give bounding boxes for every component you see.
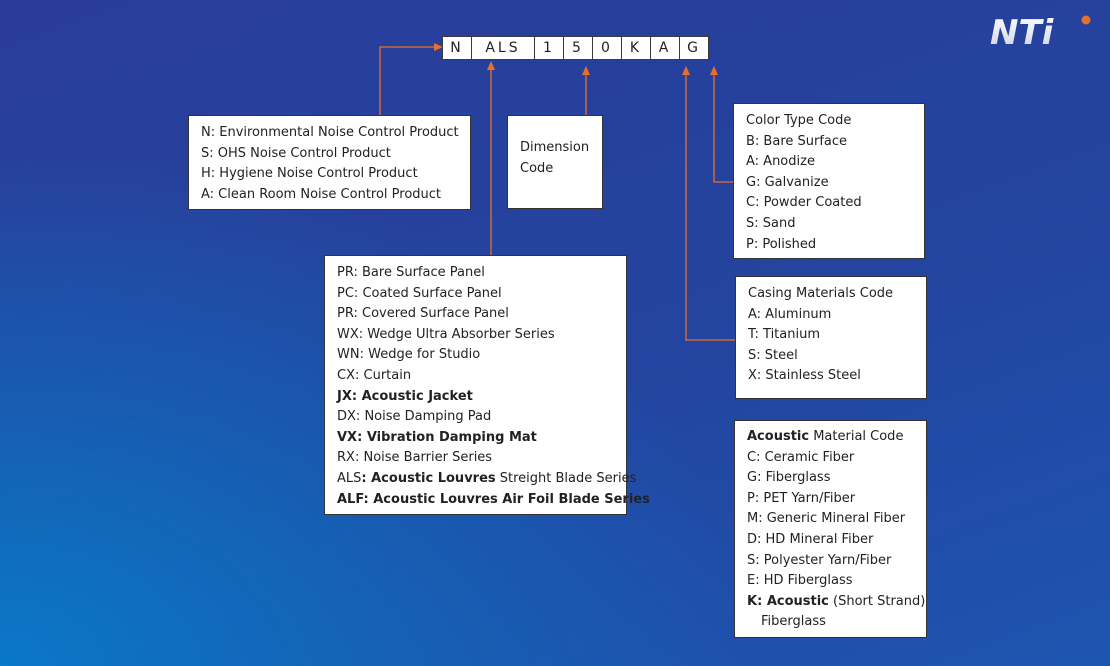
series-code: ALS (337, 470, 362, 486)
arrow-head-als (487, 61, 495, 70)
acoustic-line: C: Ceramic Fiber (747, 449, 855, 465)
acoustic-line-k: K: Acoustic (Short Strand) (747, 592, 925, 613)
acoustic-line: E: HD Fiberglass (747, 573, 853, 589)
series-code: ALF (337, 491, 364, 507)
color-box-title: Color Type Code (746, 113, 852, 128)
code-segment: K (621, 36, 651, 60)
connector-product (379, 46, 436, 115)
series-item: RX: Noise Barrier Series (337, 450, 493, 466)
acoustic-k-rest: (Short Strand) (828, 593, 926, 609)
series-code: CX (337, 367, 355, 383)
acoustic-line: M: Generic Mineral Fiber (747, 511, 906, 527)
series-item: ALF: Acoustic Louvres Air Foil Blade Ser… (337, 491, 650, 507)
acoustic-material-box: Acoustic Material Code C: Ceramic Fiber … (734, 420, 927, 638)
series-code: RX (337, 450, 355, 466)
arrow-head-dimension (582, 66, 590, 75)
color-type-box: Color Type Code B: Bare Surface A: Anodi… (733, 103, 925, 259)
series-code: PR (337, 306, 354, 322)
arrow-head-a (682, 66, 690, 75)
casing-materials-box: Casing Materials Code A: Aluminum T: Tit… (735, 276, 927, 399)
acoustic-k-code: K: (747, 593, 767, 609)
series-code: PR (337, 265, 354, 280)
acoustic-title-rest: Material Code (809, 429, 904, 444)
series-label: Wedge for Studio (368, 347, 481, 363)
dimension-code-box: Dimension Code (507, 115, 603, 209)
acoustic-box-title: Acoustic Material Code (747, 427, 914, 448)
connector-color (713, 72, 733, 183)
code-segment: 5 (563, 36, 593, 60)
casing-line: T: Titanium (748, 327, 820, 343)
series-item: WN: Wedge for Studio (337, 347, 481, 363)
code-segment: G (679, 36, 709, 60)
logo-dot (1081, 15, 1091, 25)
color-line: C: Powder Coated (746, 195, 862, 211)
acoustic-title-bold: Acoustic (747, 429, 810, 444)
series-label-rest: Streight Blade Series (495, 470, 637, 486)
color-line: P: Polished (746, 236, 817, 252)
logo-text: NTi (990, 13, 1055, 52)
product-line: N: Environmental Noise Control Product (201, 125, 459, 140)
series-item: DX: Noise Damping Pad (337, 409, 492, 425)
nti-logo-mark: NTi (990, 13, 1091, 52)
series-code: WX (337, 326, 359, 342)
series-label: Bare Surface Panel (362, 265, 485, 280)
acoustic-line: G: Fiberglass (747, 470, 831, 486)
color-line: A: Anodize (746, 154, 815, 170)
series-label-bold: Acoustic Louvres (371, 470, 496, 486)
code-segment: ALS (471, 36, 535, 60)
nti-logo: NTi (986, 12, 1096, 52)
product-line: A: Clean Room Noise Control Product (201, 186, 442, 202)
series-item: PR: Covered Surface Panel (337, 306, 509, 322)
series-item: WX: Wedge Ultra Absorber Series (337, 326, 555, 342)
series-label: Coated Surface Panel (362, 285, 502, 301)
series-label: Wedge Ultra Absorber Series (367, 326, 555, 342)
acoustic-line: P: PET Yarn/Fiber (747, 490, 856, 506)
series-code: WN (337, 347, 360, 363)
casing-box-title: Casing Materials Code (748, 286, 894, 301)
series-code: PC (337, 285, 354, 301)
dimension-line: Code (520, 160, 554, 176)
code-segment: N (442, 36, 472, 60)
arrow-head-g (710, 66, 718, 75)
color-line: S: Sand (746, 215, 796, 231)
acoustic-k-bold: Acoustic (766, 593, 829, 609)
casing-line: S: Steel (748, 347, 798, 363)
series-label: Acoustic Jacket (361, 388, 473, 404)
series-item: CX: Curtain (337, 367, 412, 383)
acoustic-line: S: Polyester Yarn/Fiber (747, 552, 892, 568)
acoustic-line: D: HD Mineral Fiber (747, 531, 874, 547)
code-segment: 1 (534, 36, 564, 60)
dimension-line: Dimension (520, 140, 590, 155)
series-code-box: PR: Bare Surface Panel PC: Coated Surfac… (324, 255, 650, 515)
series-code: VX (337, 429, 358, 445)
series-label: Covered Surface Panel (362, 306, 509, 322)
arrow-head-n (434, 43, 443, 51)
series-label: Curtain (363, 367, 412, 383)
series-code: DX (337, 409, 356, 425)
product-type-box: N: Environmental Noise Control Product S… (188, 115, 471, 210)
series-label: Noise Damping Pad (364, 409, 492, 425)
series-item: JX: Acoustic Jacket (337, 388, 473, 404)
series-item: PR: Bare Surface Panel (337, 265, 485, 280)
series-item: ALS: Acoustic Louvres Streight Blade Ser… (337, 470, 637, 486)
color-line: G: Galvanize (746, 174, 829, 190)
code-segment: 0 (592, 36, 622, 60)
color-line: B: Bare Surface (746, 133, 848, 149)
series-label: Noise Barrier Series (363, 450, 493, 466)
series-code: JX (337, 388, 352, 404)
series-label: Vibration Damping Mat (366, 429, 537, 445)
product-line: H: Hygiene Noise Control Product (201, 166, 418, 182)
series-item: PC: Coated Surface Panel (337, 285, 502, 301)
casing-line: A: Aluminum (748, 306, 832, 322)
connector-casing (685, 72, 735, 341)
acoustic-line-k-cont: Fiberglass (761, 614, 826, 630)
product-line: S: OHS Noise Control Product (201, 145, 391, 161)
series-label: Acoustic Louvres Air Foil Blade Series (373, 491, 650, 507)
code-segment: A (650, 36, 680, 60)
casing-line: X: Stainless Steel (748, 368, 861, 384)
series-item: VX: Vibration Damping Mat (337, 429, 537, 445)
